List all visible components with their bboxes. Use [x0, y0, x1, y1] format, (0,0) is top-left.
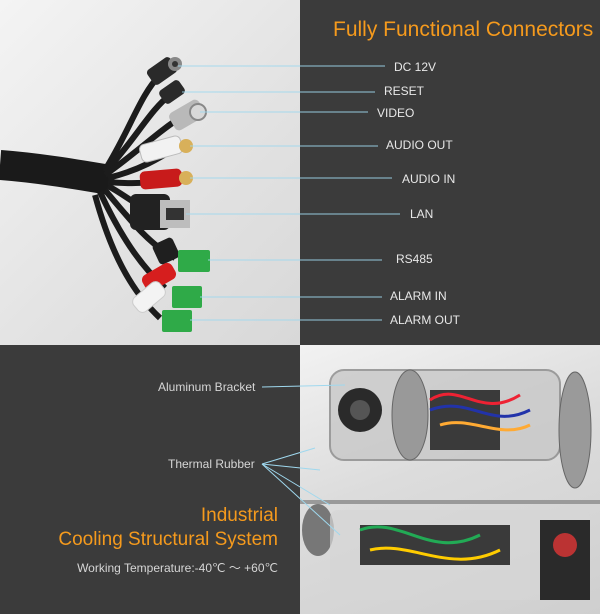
connectors-title: Fully Functional Connectors: [333, 18, 594, 41]
label-dc-12v: DC 12V: [394, 60, 437, 74]
label-video: VIDEO: [377, 106, 415, 120]
label-audio-out: AUDIO OUT: [386, 138, 453, 152]
camera-internals-bottom: [302, 504, 590, 600]
main-cable: [0, 150, 113, 195]
dc-jack: [146, 57, 182, 85]
rs485-terminal: [152, 237, 210, 272]
rca-audio-out: [139, 135, 193, 163]
label-audio-in: AUDIO IN: [402, 172, 456, 186]
working-temperature: Working Temperature:-40℃ ～ +60℃: [77, 561, 278, 575]
label-lan: LAN: [410, 207, 434, 221]
rca-audio-in: [139, 168, 193, 190]
label-aluminum-bracket: Aluminum Bracket: [158, 380, 256, 394]
label-alarm-in: ALARM IN: [390, 289, 447, 303]
bnc-connector: [169, 99, 207, 131]
label-reset: RESET: [384, 84, 425, 98]
label-rs485: RS485: [396, 252, 433, 266]
connector-callout-lines: [178, 65, 400, 321]
photo-divider: [300, 500, 600, 504]
internals-callout-lines: [261, 384, 346, 536]
connectors-panel: [300, 0, 600, 345]
cooling-title-line1: Industrial: [200, 505, 278, 526]
camera-internals-top: [329, 369, 592, 489]
cooling-panel: [0, 345, 300, 614]
cooling-title-line2: Cooling Structural System: [58, 529, 278, 550]
label-thermal-rubber: Thermal Rubber: [168, 457, 255, 471]
label-alarm-out: ALARM OUT: [390, 313, 461, 327]
alarm-out-terminal: [132, 281, 192, 332]
reset-plug: [159, 80, 185, 104]
lan-port: [130, 194, 190, 230]
